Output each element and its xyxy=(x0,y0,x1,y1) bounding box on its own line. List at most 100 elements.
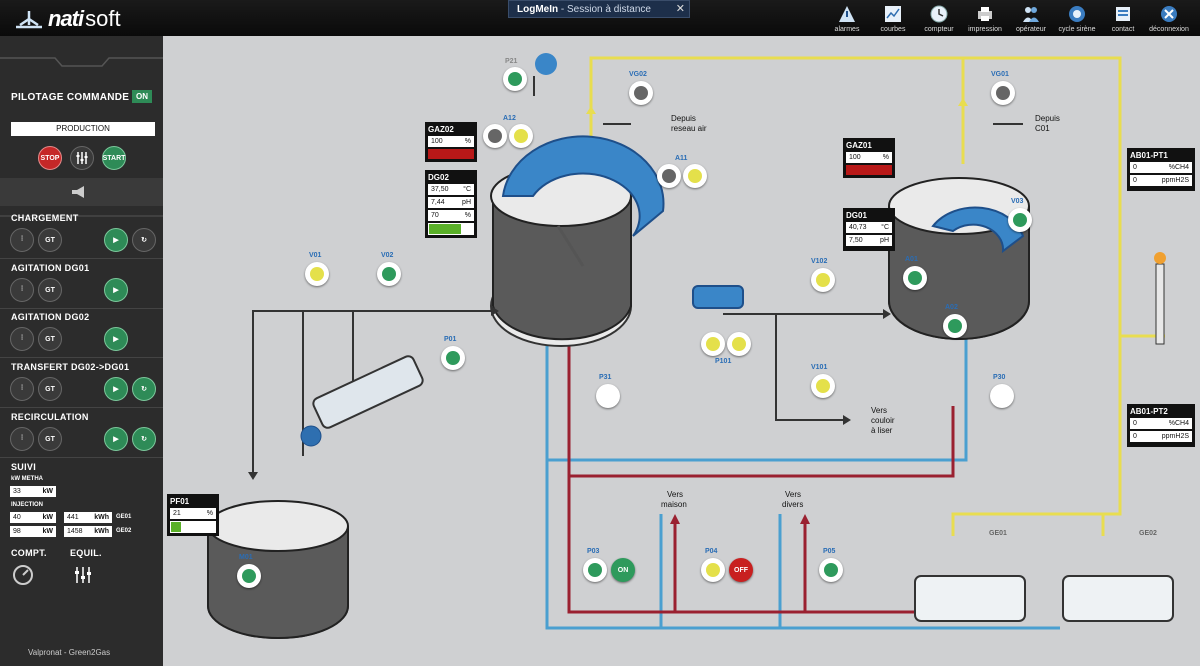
flow-arrows xyxy=(248,306,891,480)
depuis-air-text-1: Depuis xyxy=(671,114,696,123)
start-button[interactable]: START xyxy=(102,146,126,170)
pilotage-on-badge[interactable]: ON xyxy=(132,90,152,103)
sliders-icon[interactable]: ⫶ xyxy=(10,327,34,351)
v03-status[interactable] xyxy=(1008,208,1032,232)
a11-label: A11 xyxy=(675,155,688,162)
play-icon[interactable]: ▶ xyxy=(104,377,128,401)
divider xyxy=(0,357,163,358)
play-icon[interactable]: ▶ xyxy=(104,427,128,451)
a11-status-2[interactable] xyxy=(683,164,707,188)
refresh-icon[interactable]: ↻ xyxy=(132,228,156,252)
gaz02-alarm-bar xyxy=(428,149,474,159)
pf01-level-fill xyxy=(171,522,181,532)
gt-button[interactable]: GT xyxy=(38,327,62,351)
m01-status[interactable] xyxy=(237,564,261,588)
a12-status-2[interactable] xyxy=(509,124,533,148)
gt-button[interactable]: GT xyxy=(38,278,62,302)
mode-field[interactable]: PRODUCTION xyxy=(11,122,155,136)
a02-status[interactable] xyxy=(943,314,967,338)
a02-label: A02 xyxy=(945,304,958,311)
v101-status[interactable] xyxy=(811,374,835,398)
toolbar-compteur-button[interactable]: compteur xyxy=(916,4,962,33)
horn-icon[interactable] xyxy=(70,184,90,200)
p04-status[interactable] xyxy=(701,558,725,582)
p31-manual-icon[interactable] xyxy=(596,384,620,408)
vers-maison-text-1: Vers xyxy=(667,490,684,499)
p03-status[interactable] xyxy=(583,558,607,582)
vg01-status[interactable] xyxy=(991,81,1015,105)
logout-icon xyxy=(1161,6,1177,22)
chart-icon xyxy=(885,6,901,22)
toolbar-operateur-button[interactable]: opérateur xyxy=(1008,4,1054,33)
p21-label: P21 xyxy=(505,58,518,65)
toolbar-courbes-button[interactable]: courbes xyxy=(870,4,916,33)
vers-couloir-text-2: couloir xyxy=(871,416,895,425)
injection-label: INJECTION xyxy=(11,502,44,508)
p101-status-2[interactable] xyxy=(727,332,751,356)
divider xyxy=(0,308,163,309)
sliders-icon[interactable]: ⫶ xyxy=(10,228,34,252)
remote-title: Session à distance xyxy=(567,4,651,15)
a11-status-1[interactable] xyxy=(657,164,681,188)
settings-sliders-icon[interactable] xyxy=(70,146,94,170)
depuis-air-text-2: reseau air xyxy=(671,124,707,133)
pump-p01-shape xyxy=(300,355,424,447)
p01-status[interactable] xyxy=(441,346,465,370)
toolbar-contact-button[interactable]: contact xyxy=(1100,4,1146,33)
refresh-icon[interactable]: ↻ xyxy=(132,377,156,401)
divider xyxy=(0,258,163,259)
stop-button[interactable]: STOP xyxy=(38,146,62,170)
sliders-icon[interactable]: ⫶ xyxy=(10,377,34,401)
equil-label: EQUIL. xyxy=(70,548,102,558)
m01-label: M01 xyxy=(239,554,253,561)
p21-status[interactable] xyxy=(503,67,527,91)
alarm-icon xyxy=(839,6,855,22)
vg02-label: VG02 xyxy=(629,71,647,78)
p101-status-1[interactable] xyxy=(701,332,725,356)
p04-off-badge[interactable]: OFF xyxy=(729,558,753,582)
sliders-icon[interactable] xyxy=(72,564,94,586)
p101-label: P101 xyxy=(715,358,732,365)
play-icon[interactable]: ▶ xyxy=(104,278,128,302)
sliders-icon[interactable]: ⫶ xyxy=(10,278,34,302)
toolbar-impression-button[interactable]: impression xyxy=(962,4,1008,33)
close-icon[interactable]: ✕ xyxy=(675,3,685,15)
vg02-status[interactable] xyxy=(629,81,653,105)
a12-label: A12 xyxy=(503,115,516,122)
v02-status[interactable] xyxy=(377,262,401,286)
p05-status[interactable] xyxy=(819,558,843,582)
play-icon[interactable]: ▶ xyxy=(104,228,128,252)
remote-app-name: LogMeIn xyxy=(517,4,559,15)
play-icon[interactable]: ▶ xyxy=(104,327,128,351)
a12-status-1[interactable] xyxy=(483,124,507,148)
compt-label: COMPT. xyxy=(11,548,47,558)
gauge-icon[interactable] xyxy=(12,564,34,586)
toolbar-alarmes-button[interactable]: alarmes xyxy=(824,4,870,33)
gt-button[interactable]: GT xyxy=(38,228,62,252)
pilotage-label: PILOTAGE COMMANDE xyxy=(11,92,130,103)
gaz01-panel: GAZ01 100% xyxy=(843,138,895,178)
v01-status[interactable] xyxy=(305,262,329,286)
depuis-c01-text-1: Depuis xyxy=(1035,114,1060,123)
dg02-level-bar xyxy=(428,223,474,235)
toolbar-cycle-sirene-button[interactable]: cycle sirène xyxy=(1054,4,1100,33)
gt-button[interactable]: GT xyxy=(38,427,62,451)
contact-icon xyxy=(1116,7,1130,21)
p03-on-badge[interactable]: ON xyxy=(611,558,635,582)
p31-label: P31 xyxy=(599,374,612,381)
remote-session-bar: LogMeIn - Session à distance ✕ xyxy=(508,0,690,18)
v102-label: V102 xyxy=(811,258,828,265)
gt-button[interactable]: GT xyxy=(38,377,62,401)
p30-manual-icon[interactable] xyxy=(990,384,1014,408)
v102-status[interactable] xyxy=(811,268,835,292)
a01-status[interactable] xyxy=(903,266,927,290)
vers-maison-text-2: maison xyxy=(661,500,687,509)
gas-pipes xyxy=(589,56,1165,536)
return-arrows xyxy=(670,514,810,524)
sliders-icon[interactable]: ⫶ xyxy=(10,427,34,451)
toolbar-deconnexion-button[interactable]: déconnexion xyxy=(1146,4,1192,33)
refresh-icon[interactable]: ↻ xyxy=(132,427,156,451)
